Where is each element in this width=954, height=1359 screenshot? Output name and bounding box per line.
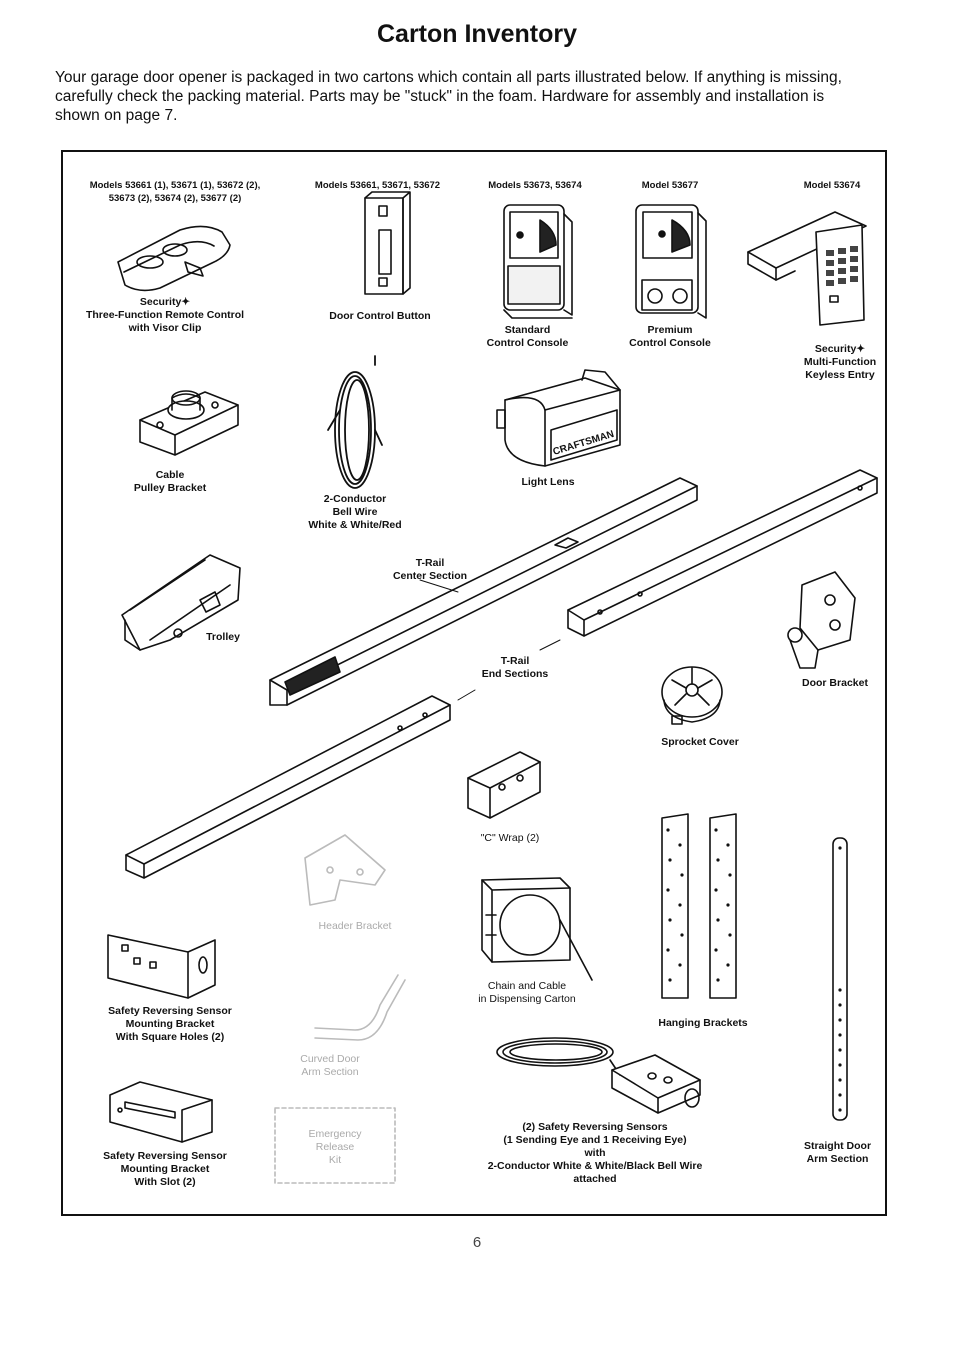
chain-carton-icon bbox=[481, 877, 593, 981]
label-header-bracket: Header Bracket bbox=[318, 920, 392, 932]
label-keyless-models: Model 53674 bbox=[803, 180, 861, 191]
header-bracket-icon bbox=[304, 834, 386, 906]
rail-icon bbox=[269, 477, 698, 706]
pulley-bracket-icon bbox=[139, 390, 239, 456]
remote-icon bbox=[117, 225, 231, 292]
door-button-icon bbox=[364, 191, 411, 295]
trolley-icon bbox=[121, 554, 241, 651]
inventory-frame bbox=[61, 150, 887, 1216]
door-bracket-icon bbox=[787, 571, 856, 669]
intro-paragraph: Your garage door opener is packaged in t… bbox=[55, 69, 842, 124]
door-arm-icon bbox=[832, 837, 848, 1121]
label-premium-console-models: Model 53677 bbox=[641, 180, 699, 191]
sensor-icon bbox=[496, 1037, 701, 1114]
sprocket-cover-icon bbox=[661, 666, 723, 725]
label-door-button: Door Control Button bbox=[329, 310, 431, 322]
label-sensors: (2) Safety Reversing Sensors(1 Sending E… bbox=[487, 1121, 703, 1185]
sensor-bracket-icon bbox=[107, 934, 216, 999]
label-standard-console-models: Models 53673, 53674 bbox=[488, 180, 582, 191]
c-wrap-icon bbox=[467, 751, 541, 819]
emergency-release-box bbox=[274, 1107, 396, 1184]
light-lens-icon: CRAFTSMAN bbox=[496, 369, 621, 467]
label-door-button-models: Models 53661, 53671, 53672 bbox=[314, 180, 441, 191]
page-title: Carton Inventory bbox=[376, 20, 578, 48]
label-sprocket-cover: Sprocket Cover bbox=[661, 736, 739, 748]
label-remote-models: Models 53661 (1), 53671 (1), 53672 (2),5… bbox=[89, 180, 261, 204]
rail-icon bbox=[567, 469, 878, 637]
rail-icon bbox=[125, 695, 451, 879]
label-door-bracket: Door Bracket bbox=[802, 677, 868, 689]
label-c-wrap: "C" Wrap (2) bbox=[480, 832, 540, 844]
console-icon bbox=[503, 204, 573, 319]
console-icon bbox=[635, 204, 707, 319]
keypad-icon bbox=[747, 211, 867, 326]
hanging-bracket-icon bbox=[661, 813, 737, 999]
door-arm-icon bbox=[314, 974, 406, 1041]
label-hanging-brackets: Hanging Brackets bbox=[658, 1017, 748, 1029]
page-number: 6 bbox=[472, 1234, 482, 1251]
label-light-lens: Light Lens bbox=[521, 476, 575, 488]
wire-coil-icon bbox=[327, 355, 383, 489]
sensor-bracket-icon bbox=[109, 1081, 213, 1143]
label-trolley: Trolley bbox=[206, 631, 240, 643]
